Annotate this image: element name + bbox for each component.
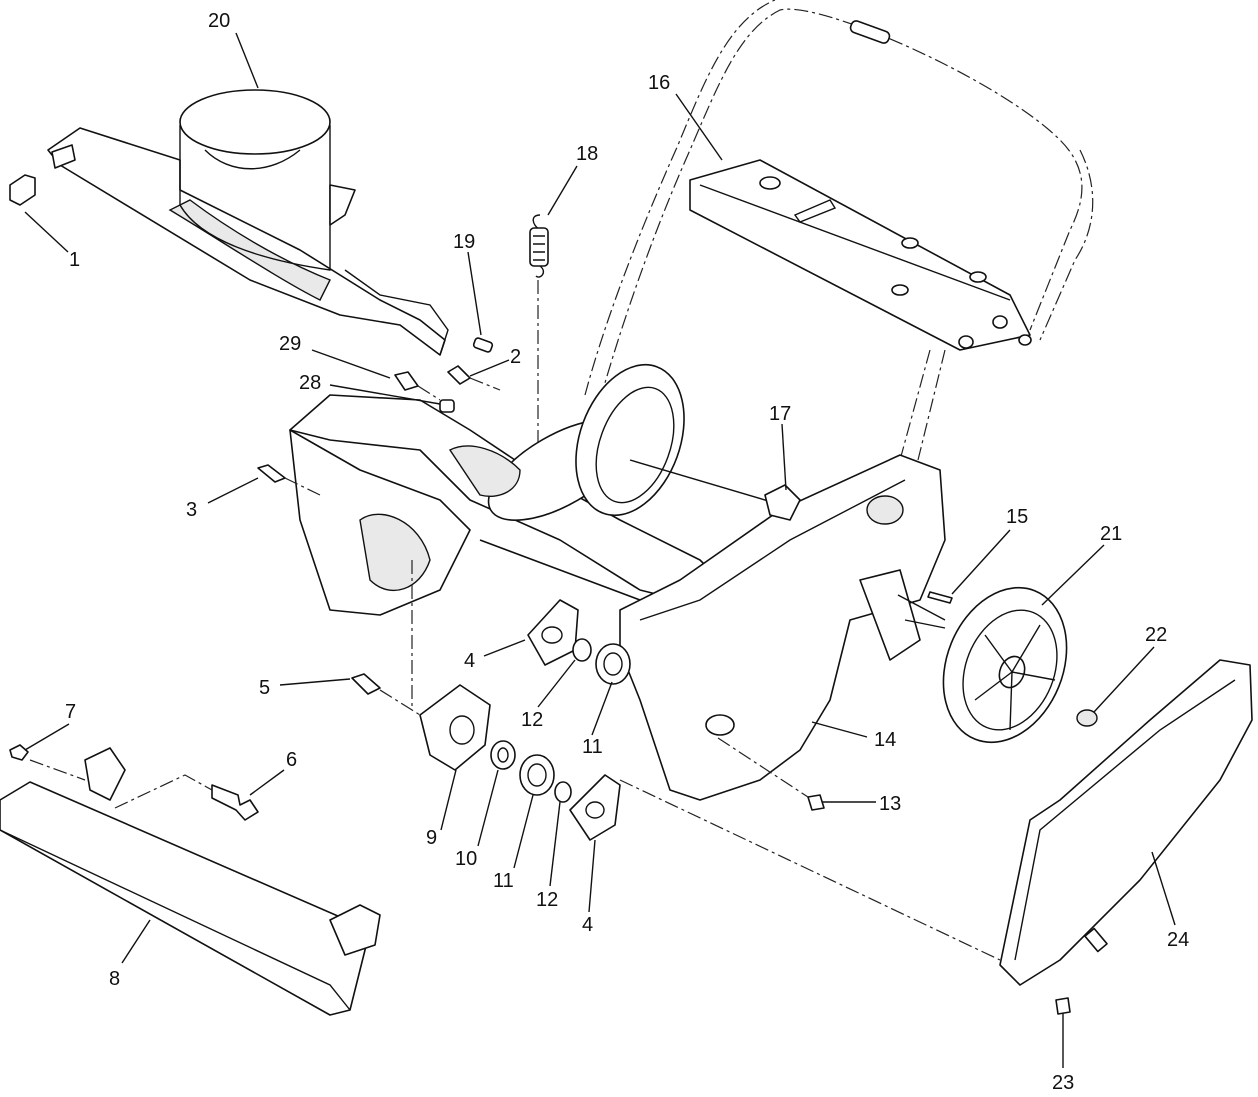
callout-16: 16: [648, 72, 670, 94]
bearing-11-lower: [519, 754, 555, 796]
callout-15: 15: [1006, 506, 1028, 528]
callout-11: 11: [582, 736, 603, 758]
callout-17: 17: [769, 403, 791, 425]
callout-9: 9: [426, 827, 437, 849]
callout-19: 19: [453, 231, 475, 253]
bolt-13: [807, 794, 825, 811]
bolt-3: [257, 464, 286, 483]
callout-22: 22: [1145, 624, 1167, 646]
hub-cap: [1076, 709, 1098, 727]
assembly-lines: [29, 377, 1001, 961]
bearing-ring-12-lower: [554, 781, 572, 803]
washer-10: [490, 740, 516, 770]
callout-12: 12: [521, 709, 543, 731]
belt-cover: [999, 659, 1253, 986]
handle-frame: [584, 0, 1094, 521]
callout-4: 4: [582, 914, 593, 936]
bearing-flange-lower: [569, 774, 621, 841]
callout-2: 2: [510, 346, 521, 368]
bolt-2: [447, 365, 471, 385]
callout-21: 21: [1100, 523, 1122, 545]
callout-29: 29: [279, 333, 301, 355]
bolt-6: [211, 784, 259, 821]
callout-7: 7: [65, 701, 76, 723]
bolt-5: [351, 673, 381, 695]
bearing-housing-9: [419, 684, 491, 771]
side-plate: [619, 454, 946, 801]
callout-12: 12: [536, 889, 558, 911]
callout-labels: 20 16 18 19 1 2 29 28 17 3 15 21 22 4 5 …: [65, 10, 1189, 1094]
callout-1: 1: [69, 249, 80, 271]
screw-15: [927, 591, 953, 604]
callout-24: 24: [1167, 929, 1189, 951]
callout-5: 5: [259, 677, 270, 699]
bolt-23: [1055, 997, 1071, 1015]
scraper-blade: [0, 747, 381, 1016]
discharge-chute: [9, 89, 449, 356]
bearing-11-upper: [595, 643, 631, 685]
callout-11: 11: [493, 870, 514, 892]
callout-14: 14: [874, 729, 896, 751]
callout-18: 18: [576, 143, 598, 165]
callout-20: 20: [208, 10, 230, 32]
callout-3: 3: [186, 499, 197, 521]
bolt-19: [472, 337, 494, 353]
bearing-ring-12-upper: [572, 638, 592, 662]
wheel: [904, 586, 1068, 744]
callout-4: 4: [464, 650, 475, 672]
spacer-28: [439, 399, 455, 413]
callout-23: 23: [1052, 1072, 1074, 1094]
callout-6: 6: [286, 749, 297, 771]
extension-spring: [529, 214, 549, 480]
bolt-29: [394, 371, 419, 391]
leader-lines: [24, 32, 1176, 1068]
callout-8: 8: [109, 968, 120, 990]
bearing-flange-upper: [527, 599, 579, 666]
callout-28: 28: [299, 372, 321, 394]
callout-13: 13: [879, 793, 901, 815]
bracket-17: [764, 484, 801, 521]
nut-7: [9, 744, 29, 761]
callout-10: 10: [455, 848, 477, 870]
